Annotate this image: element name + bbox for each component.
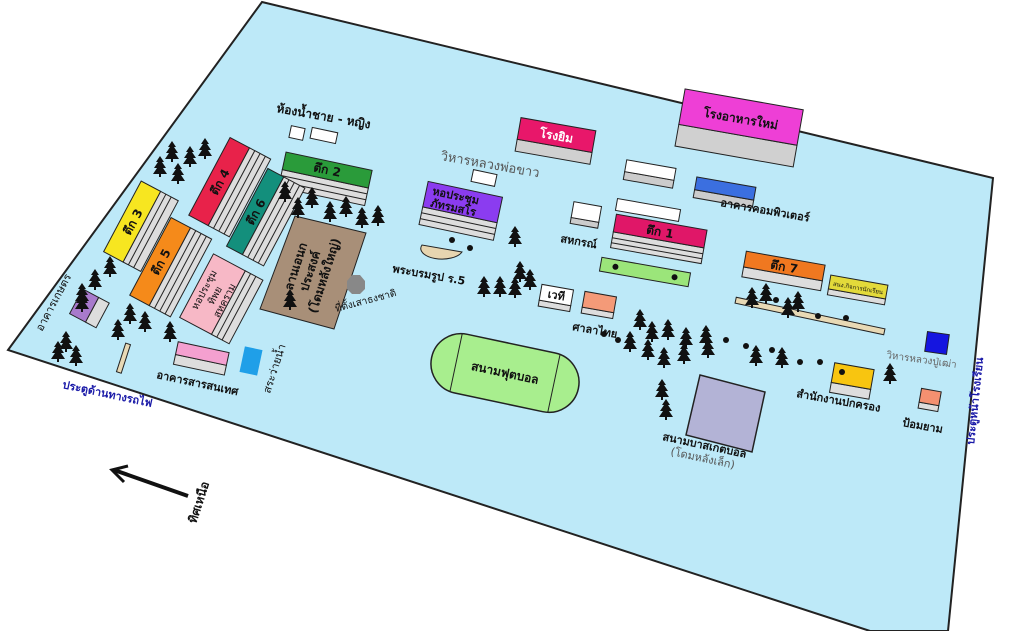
assembly-hall[interactable]: หอประชุม ภัทรมสโร [418,180,504,241]
coop-building[interactable] [569,201,603,229]
canteen-building[interactable]: โรงอาหารใหม่ [674,88,804,168]
flagpole-marker [347,275,365,294]
bush [817,359,823,365]
trees [51,138,897,420]
building-5[interactable]: ตึก 5 [129,216,213,318]
thai-pavilion[interactable] [580,290,618,320]
swimming-pool[interactable] [239,346,263,376]
student-affairs-building[interactable]: สนง.กิจการนักเรียน [826,274,889,306]
gym-label: โรงยิม [538,125,575,146]
building-2-label: ตึก 2 [312,160,342,179]
coop-label: สหกรณ์ [559,232,598,251]
computer-building[interactable] [692,176,757,209]
bush [839,369,845,375]
building-4[interactable]: ตึก 4 [188,136,272,238]
stage-label: เวที [547,288,566,304]
building-1[interactable]: ตึก 1 [609,213,708,265]
guard-post[interactable] [917,387,942,413]
stage[interactable]: เวที [537,283,575,313]
bush [615,337,621,343]
garden-strip [598,256,692,288]
media-rail [115,342,132,374]
bush [601,331,607,337]
white-building-1 [622,159,677,189]
bush [769,347,775,353]
bush [773,297,779,303]
wihan-phokhao-building[interactable] [470,169,498,187]
building-1-label: ตึก 1 [645,223,675,242]
building-6[interactable]: ตึก 6 [225,167,306,267]
bush [449,237,455,243]
bush [723,337,729,343]
bush [843,315,849,321]
toilet-building[interactable] [288,125,339,145]
long-walkway [734,296,886,336]
bush [815,313,821,319]
north-arrow [109,464,189,498]
bush [743,343,749,349]
gym-building[interactable]: โรงยิม [514,117,597,165]
wihan-pu-building[interactable] [924,331,950,355]
bush [467,245,473,251]
bush [797,359,803,365]
building-3[interactable]: ตึก 3 [102,180,179,273]
rama5-statue[interactable] [420,244,463,260]
north-label: ทิศเหนือ [186,480,213,525]
building-7[interactable]: ตึก 7 [741,250,826,292]
media-building[interactable] [172,341,230,376]
basketball-court[interactable] [685,374,766,453]
building-7-label: ตึก 7 [769,258,799,277]
white-building-2 [614,197,682,223]
football-field[interactable]: สนามฟุตบอล [425,328,584,418]
